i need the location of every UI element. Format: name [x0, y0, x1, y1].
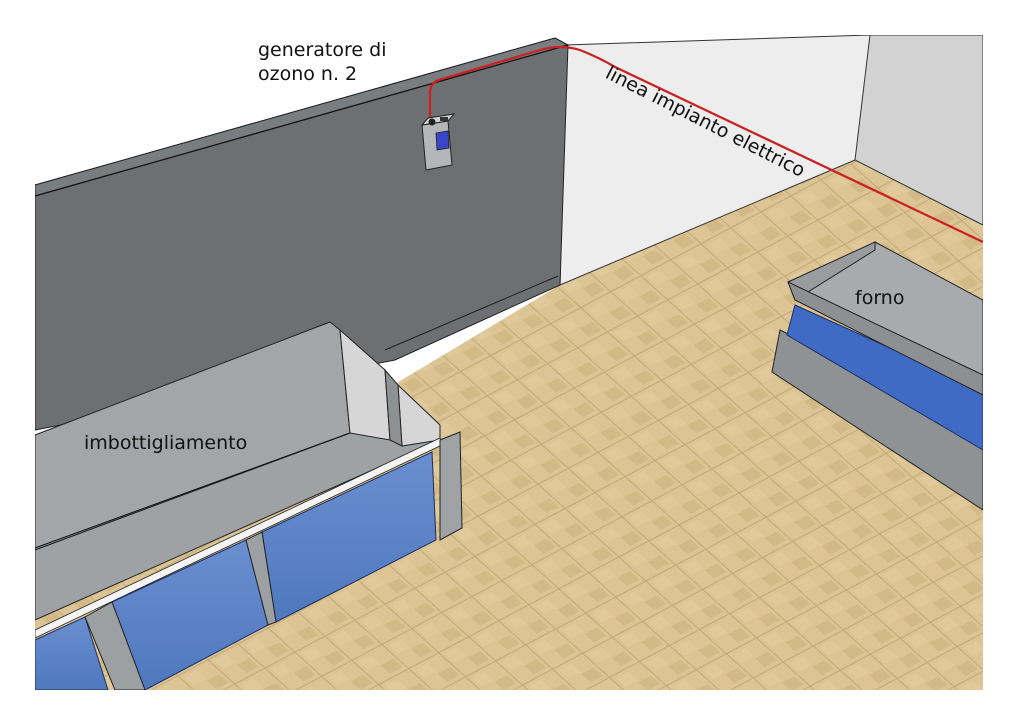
generator-label-line1: generatore di: [258, 39, 387, 61]
bottling-counter: [34, 321, 463, 691]
oven: [771, 241, 984, 511]
ozone-generator-icon: [420, 113, 456, 171]
oven-label: forno: [855, 287, 905, 309]
generator-label: generatore di ozono n. 2: [258, 38, 386, 86]
bottling-label: imbottigliamento: [84, 432, 248, 454]
electric-line: [428, 45, 984, 243]
generator-label-line2: ozono n. 2: [258, 63, 358, 85]
